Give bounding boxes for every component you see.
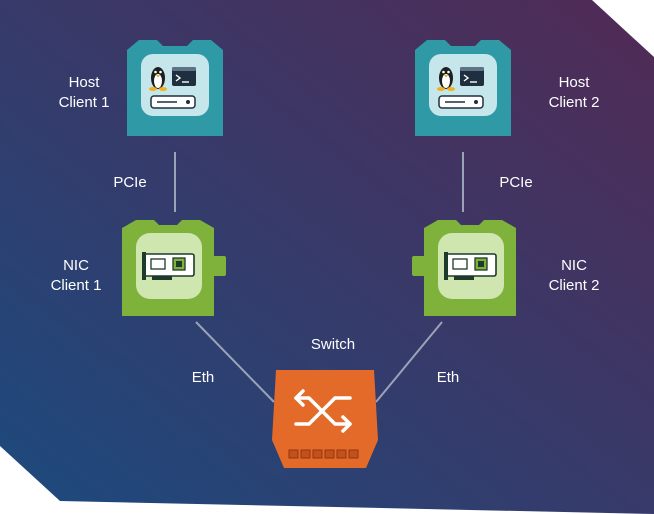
host-client-2-block: [414, 39, 512, 137]
host-client-1-block: [126, 39, 224, 137]
switch-ports: [288, 449, 359, 459]
nic-client-2-port: [412, 256, 426, 276]
eth-link-right: [375, 321, 443, 403]
pcie-label-left: PCIe: [113, 174, 147, 191]
nic-client-2-block: [423, 219, 517, 317]
nic-client-1-block: [121, 219, 215, 317]
switch-block: [272, 370, 378, 468]
switch-arrows-icon: [294, 389, 352, 433]
eth-link-left: [195, 321, 275, 403]
switch-label: Switch: [310, 336, 356, 353]
pcie-label-right: PCIe: [499, 174, 533, 191]
eth-label-right: Eth: [436, 369, 460, 386]
nic-client-1-port: [212, 256, 226, 276]
eth-label-left: Eth: [191, 369, 215, 386]
